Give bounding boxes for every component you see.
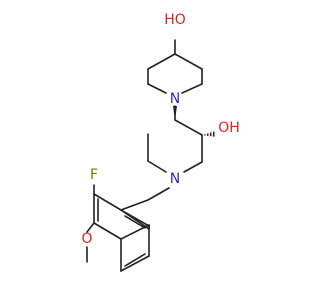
bond-benzene-11 <box>120 209 150 227</box>
bond-upper-ring-4 <box>147 83 167 94</box>
fluorine-label: F <box>90 167 98 183</box>
hydroxyl-top-label: HO <box>164 12 186 28</box>
methoxy-oxygen-label: O <box>81 231 92 247</box>
bond-benzene-5 <box>93 222 122 240</box>
bond-c-o <box>86 222 95 233</box>
molecule-structure-diagram: HO N OH N F O <box>81 12 240 272</box>
bond-benzene-1 <box>120 199 149 211</box>
bond-n-to-ch2 <box>147 187 170 201</box>
wedge-bond-c4-n <box>173 106 177 120</box>
bond-upper-ring-7 <box>174 53 203 70</box>
bond-lower-ring-3 <box>183 161 203 173</box>
bond-benzene-double-3 <box>124 253 146 267</box>
nitrogen-upper-label: N <box>170 91 180 107</box>
bond-lower-ring-2 <box>147 160 167 173</box>
atom-labels: HO N OH N F O <box>81 12 239 247</box>
bond-benzene-9 <box>120 255 150 272</box>
bond-upper-ring-2 <box>147 53 176 70</box>
hydroxyl-right-label: OH <box>218 120 240 136</box>
bonds <box>86 39 203 272</box>
hash-bond-c3-oh <box>202 131 216 137</box>
nitrogen-lower-label: N <box>170 171 180 187</box>
bond-benzene-double-1 <box>124 215 146 229</box>
bond-upper-ring-5 <box>181 83 203 94</box>
bond-benzene-3 <box>93 193 122 211</box>
bond-lower-ring-5 <box>174 119 203 136</box>
